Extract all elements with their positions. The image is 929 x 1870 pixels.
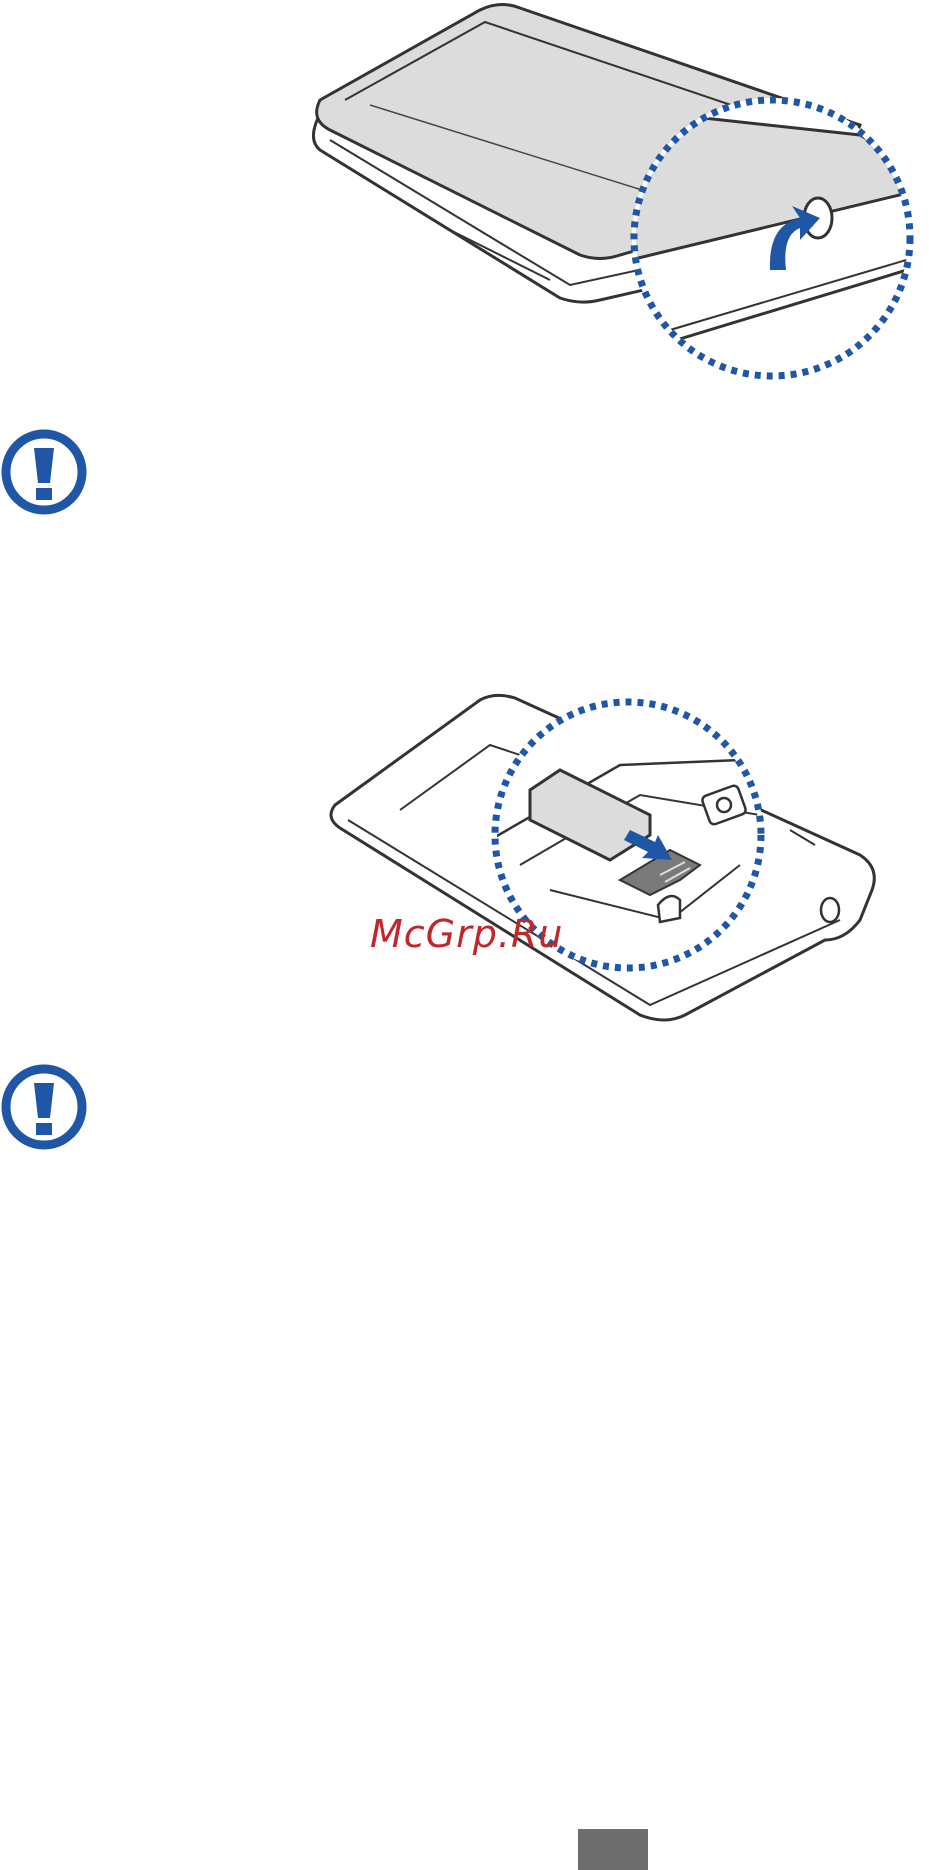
warning-exclamation-icon (0, 428, 90, 518)
insert-sim-card-illustration (320, 690, 890, 1030)
watermark-text: McGrp.Ru (370, 912, 563, 956)
remove-back-cover-illustration (300, 0, 929, 385)
warning-exclamation-icon (0, 1063, 90, 1153)
page-number-tab (578, 1829, 648, 1870)
